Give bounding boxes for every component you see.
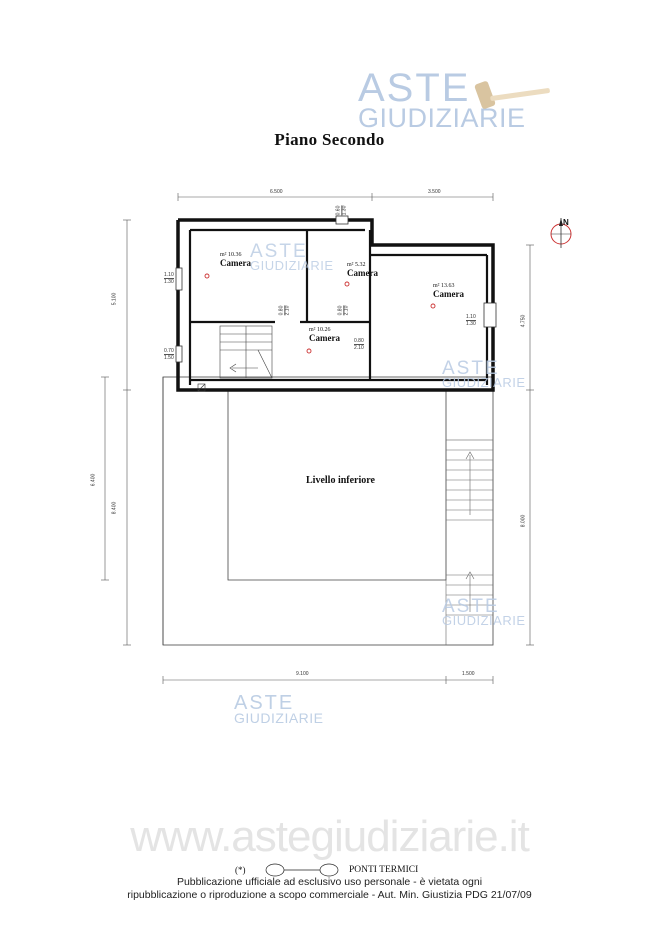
- compass: N: [546, 214, 576, 250]
- watermark-text: ASTE: [358, 66, 471, 110]
- watermark-text: ASTE: [442, 358, 500, 379]
- watermark-subtext: GIUDIZIARIE: [234, 710, 324, 726]
- thermal-bridge-markers: [204, 273, 436, 354]
- dim-left-upper: 5.100: [111, 292, 118, 306]
- site-url-watermark: www.astegiudiziarie.it: [130, 812, 530, 861]
- dim-right-lower: 8.000: [520, 514, 527, 528]
- watermark-text: ASTE: [442, 596, 500, 617]
- gavel-icon: [474, 81, 550, 109]
- room-label: Camera: [347, 268, 378, 278]
- dimension-lines: [101, 193, 534, 684]
- watermark-logo-bottom: ASTE GIUDIZIARIE: [234, 692, 324, 726]
- watermark-subtext: GIUDIZIARIE: [250, 258, 334, 274]
- watermark-logo-plan: ASTE GIUDIZIARIE: [250, 241, 334, 274]
- opening-annotation: 0.80 2.10: [354, 338, 364, 351]
- room-area: m² 13.63: [433, 283, 455, 289]
- footer-line-1: Pubblicazione ufficiale ad esclusivo uso…: [176, 876, 483, 888]
- room-camera-3: m² 13.63 Camera: [433, 283, 464, 299]
- exterior-stair: [445, 439, 494, 646]
- legend-label: PONTI TERMICI: [349, 865, 419, 875]
- footer-line-2: ripubblicazione o riproduzione a scopo c…: [127, 889, 532, 901]
- dim-left-outer: 8.400: [111, 501, 118, 515]
- dim-top-left: 6.500: [270, 189, 283, 195]
- thermal-bridge-symbol-icon: [265, 863, 339, 877]
- room-area: m² 10.26: [309, 327, 331, 333]
- opening-annotation: 0.60 1.30: [335, 205, 348, 216]
- legend-marker: (*): [235, 865, 246, 875]
- dim-bottom-left: 9.100: [296, 671, 309, 677]
- watermark-logo-right: ASTE GIUDIZIARIE: [442, 358, 526, 391]
- compass-label: N: [563, 218, 569, 227]
- page-title: Piano Secondo: [274, 130, 385, 149]
- room-label: Camera: [309, 333, 340, 343]
- dim-left-inner: 6.400: [90, 473, 97, 487]
- room-camera-2: m² 5.32 Camera: [347, 262, 378, 278]
- dim-bottom-right: 1.500: [462, 671, 475, 677]
- watermark-text: ASTE: [234, 692, 295, 714]
- opening-annotation: 0.80 2.10: [278, 305, 291, 316]
- room-area: m² 10.36: [220, 252, 242, 258]
- watermark-logo-stair: ASTE GIUDIZIARIE: [442, 596, 526, 629]
- room-label: Camera: [433, 289, 464, 299]
- watermark-text: ASTE: [250, 241, 308, 262]
- room-camera-4: m² 10.26 Camera: [309, 327, 340, 343]
- north-arrow-icon: [550, 218, 572, 248]
- legend: (*) PONTI TERMICI: [235, 863, 475, 877]
- room-area: m² 5.32: [347, 262, 366, 268]
- opening-annotation: 0.80 2.10: [337, 305, 350, 316]
- opening-annotation: 1.10 1.30: [466, 314, 476, 327]
- watermark-subtext: GIUDIZIARIE: [442, 375, 526, 391]
- watermark-subtext: GIUDIZIARIE: [442, 613, 526, 629]
- interior-stair: [219, 325, 273, 379]
- room-camera-1: m² 10.36 Camera: [220, 252, 251, 268]
- watermark-logo-top: ASTE GIUDIZIARIE: [358, 66, 526, 133]
- room-label: Camera: [220, 258, 251, 268]
- opening-annotation: 1.10 1.30: [164, 272, 174, 285]
- dim-right-upper: 4.750: [520, 314, 527, 328]
- windows: [175, 215, 497, 363]
- dim-top-right: 3.500: [428, 189, 441, 195]
- lower-level-label: Livello inferiore: [306, 475, 375, 486]
- legal-footer: Pubblicazione ufficiale ad esclusivo uso…: [0, 876, 659, 902]
- opening-annotation: 0.70 1.50: [164, 348, 174, 361]
- watermark-subtext: GIUDIZIARIE: [358, 103, 526, 133]
